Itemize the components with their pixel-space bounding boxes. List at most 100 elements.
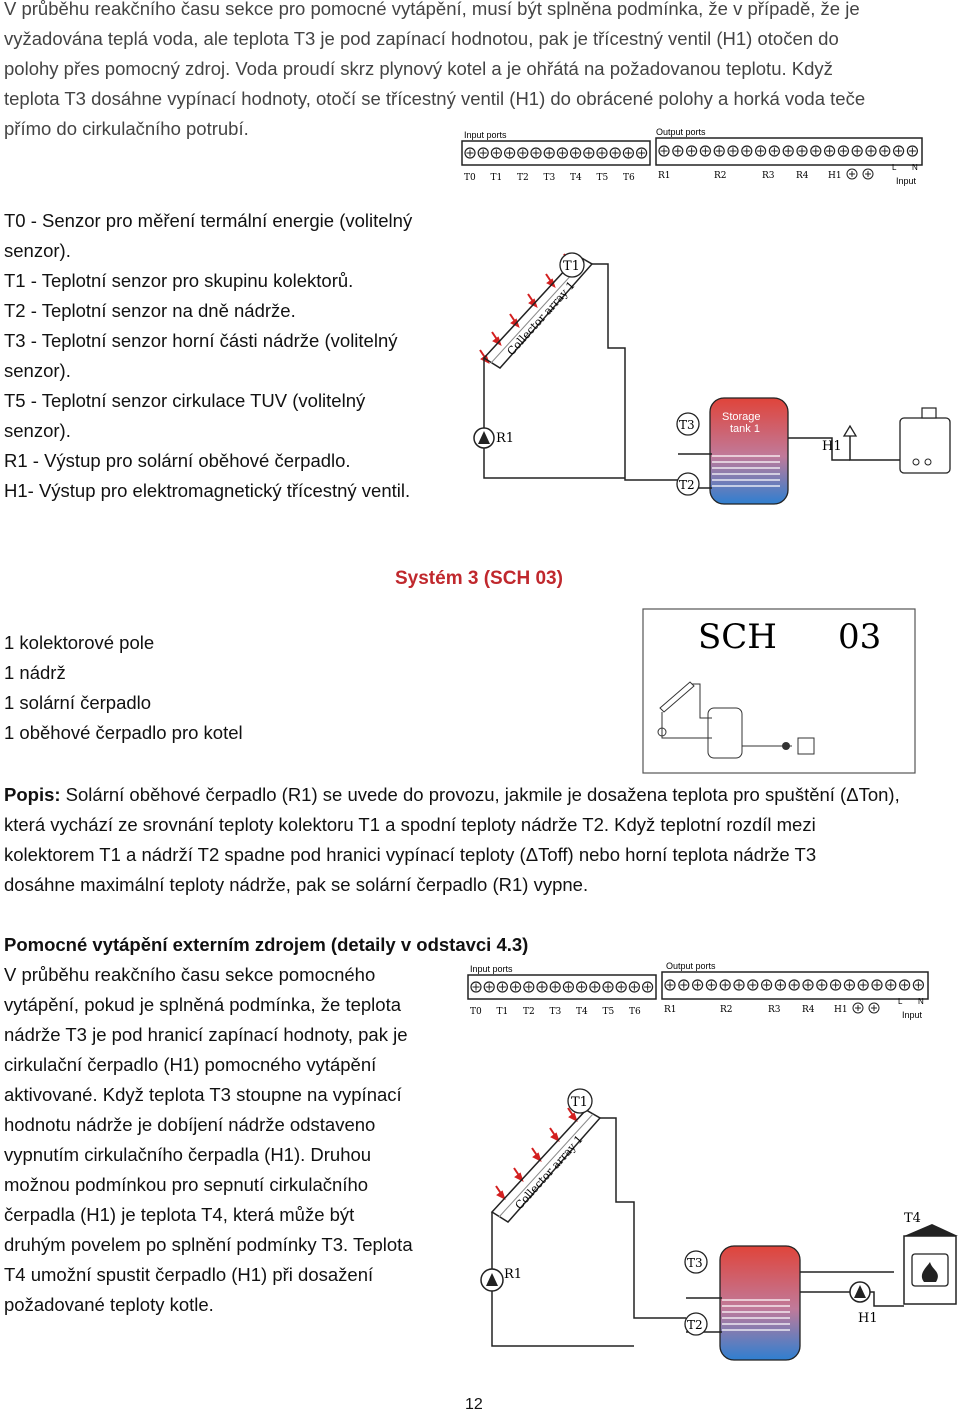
popis-paragraph: Popis: Solární oběhové čerpadlo (R1) se … — [4, 780, 900, 900]
t3-label: T3 — [687, 1256, 703, 1270]
input-port-label: T4 — [570, 173, 582, 183]
t3-label: T3 — [679, 418, 695, 432]
feature-item: 1 solární čerpadlo — [4, 692, 152, 713]
wood-boiler-roof — [904, 1224, 958, 1236]
ground-icon — [868, 1002, 880, 1014]
l-label: L — [892, 163, 897, 172]
aux-line: požadované teploty kotle. — [4, 1294, 214, 1315]
input-port-label: T3 — [550, 1007, 562, 1017]
output-port-label: R3 — [768, 1005, 781, 1015]
feature-item: 1 kolektorové pole — [4, 632, 155, 653]
intro-line: V průběhu reakčního času sekce pro pomoc… — [4, 0, 860, 19]
intro-line: přímo do cirkulačního potrubí. — [4, 118, 249, 139]
n-label: N — [918, 997, 924, 1006]
system-diagram-2: Collector array 1 T1 R1 T3 T2 H1 T4 — [480, 1088, 958, 1361]
intro-line: teplota T3 dosáhne vypínací hodnoty, oto… — [4, 88, 866, 109]
output-screws — [664, 979, 924, 991]
output-port-label: R4 — [802, 1005, 815, 1015]
popis-line: kolektorem T1 a nádrží T2 spadne pod hra… — [4, 844, 817, 865]
sensor-line: senzor). — [4, 240, 71, 261]
output-block — [655, 137, 923, 166]
storage-tank — [709, 397, 789, 505]
page-number: 12 — [465, 1396, 483, 1413]
storage-label: Storage — [722, 411, 761, 423]
t4-label: T4 — [904, 1211, 921, 1226]
output-port-label: R3 — [762, 171, 775, 181]
output-screws — [658, 145, 918, 157]
gas-boiler — [899, 417, 951, 474]
input-screws — [464, 147, 648, 159]
popis-label: Popis: — [4, 784, 61, 805]
collector-label: Collector array 1 — [505, 279, 578, 358]
output-port-label: H1 — [834, 1005, 848, 1015]
lcd-collector-icon — [659, 681, 695, 713]
ground-icon — [846, 168, 858, 180]
h1-label: H1 — [822, 439, 842, 454]
t2-label: T2 — [687, 1318, 703, 1332]
input-ports-label: Input ports — [470, 964, 513, 974]
n-label: N — [912, 163, 918, 172]
popis-line: která vychází ze srovnání teploty kolekt… — [4, 814, 816, 835]
t1-label: T1 — [563, 259, 580, 274]
ground-icon — [862, 168, 874, 180]
output-port-label: R1 — [658, 171, 671, 181]
lcd-tank-icon — [707, 707, 743, 759]
aux-line: čerpadla (H1) je teplota T4, která může … — [4, 1204, 355, 1225]
aux-heading: Pomocné vytápění externím zdrojem (detai… — [4, 934, 529, 955]
t2-sensor — [676, 472, 700, 496]
ground-icon — [852, 1002, 864, 1014]
power-input-label: Input — [902, 1010, 923, 1020]
t2-sensor — [684, 1312, 708, 1336]
sensor-list: T0 - Senzor pro měření termální energie … — [4, 206, 412, 506]
aux-paragraph: V průběhu reakčního času sekce pomocného… — [4, 960, 413, 1320]
power-input-label: Input — [896, 176, 917, 186]
tank-coil — [722, 1299, 790, 1331]
sensor-line: R1 - Výstup pro solární oběhové čerpadlo… — [4, 450, 351, 471]
aux-line: hodnotu nádrže je dobíjení nádrže odstav… — [4, 1114, 376, 1135]
sensor-line: H1- Výstup pro elektromagnetický třícest… — [4, 480, 411, 501]
sensor-line: T1 - Teplotní senzor pro skupinu kolekto… — [4, 270, 354, 291]
storage-tank — [719, 1245, 801, 1361]
input-port-label: T5 — [597, 173, 609, 183]
input-port-label: T4 — [576, 1007, 588, 1017]
r1-label: R1 — [496, 431, 514, 446]
t2-label: T2 — [679, 478, 695, 492]
input-port-label: T0 — [464, 173, 476, 183]
aux-line: cirkulační čerpadlo (H1) pomocného vytáp… — [4, 1054, 377, 1075]
lcd-mode-text: SCH — [698, 617, 777, 657]
tank-label: tank 1 — [730, 423, 760, 435]
aux-line: možnou podmínkou pro sepnutí cirkulačníh… — [4, 1174, 369, 1195]
sensor-line: T0 - Senzor pro měření termální energie … — [4, 210, 413, 231]
t3-sensor — [676, 412, 700, 436]
output-ports-label: Output ports — [656, 128, 706, 137]
input-port-label: T3 — [544, 173, 556, 183]
input-port-label: T6 — [629, 1007, 641, 1017]
aux-line: vypnutím cirkulačního čerpadla (H1). Dru… — [4, 1144, 372, 1165]
h1-valve — [842, 424, 858, 437]
t1-label: T1 — [571, 1095, 588, 1110]
intro-line: polohy přes pomocný zdroj. Voda proudí s… — [4, 58, 833, 79]
sensor-line: T3 - Teplotní senzor horní části nádrže … — [4, 330, 398, 351]
h1-label: H1 — [858, 1311, 878, 1326]
t3-sensor — [684, 1250, 708, 1274]
sensor-line: T5 - Teplotní senzor cirkulace TUV (voli… — [4, 390, 366, 411]
sensor-line: senzor). — [4, 360, 71, 381]
input-port-label: T0 — [470, 1007, 482, 1017]
input-port-label: T5 — [603, 1007, 615, 1017]
system-diagram-1: Collector array 1 T1 R1 Storage tank 1 T… — [473, 252, 951, 505]
collector-label: Collector array 1 — [513, 1133, 586, 1212]
aux-line: aktivované. Když teplota T3 stoupne na v… — [4, 1084, 402, 1105]
input-port-label: T6 — [623, 173, 635, 183]
sensor-line: senzor). — [4, 420, 71, 441]
output-port-label: R4 — [796, 171, 809, 181]
popis-line: Solární oběhové čerpadlo (R1) se uvede d… — [60, 784, 900, 805]
lcd-number-text: 03 — [838, 617, 881, 657]
input-port-label: T1 — [497, 1007, 509, 1017]
aux-line: T4 umožní spustit čerpadlo (H1) při dosa… — [4, 1264, 374, 1285]
lcd-display: SCH 03 — [642, 608, 916, 774]
feature-item: 1 oběhové čerpadlo pro kotel — [4, 722, 243, 743]
t1-sensor — [567, 1088, 593, 1114]
